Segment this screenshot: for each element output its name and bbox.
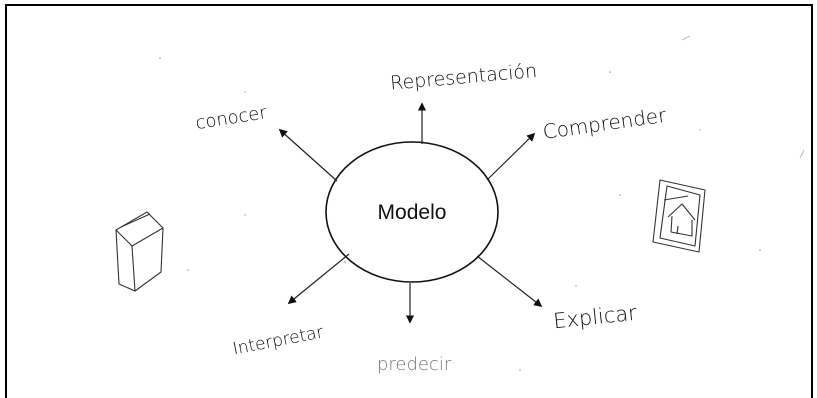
paper-specks	[159, 35, 805, 371]
label-explicar: Explicar	[552, 301, 638, 334]
label-predecir: predecir	[377, 354, 452, 375]
arrow-explicar	[476, 255, 543, 308]
cube-sketch-icon	[115, 211, 164, 292]
label-conocer: conocer	[194, 102, 269, 134]
center-label: Modelo	[378, 201, 447, 224]
framed-house-sketch-icon	[652, 179, 706, 253]
label-representacion: Representación	[389, 60, 538, 95]
diagram-frame	[5, 4, 813, 398]
center-ellipse	[325, 141, 499, 283]
label-interpretar: Interpretar	[231, 322, 325, 359]
arrow-comprender	[486, 132, 536, 181]
arrow-interpretar	[287, 253, 350, 305]
label-comprender: Comprender	[541, 103, 668, 144]
arrow-conocer	[278, 128, 338, 182]
